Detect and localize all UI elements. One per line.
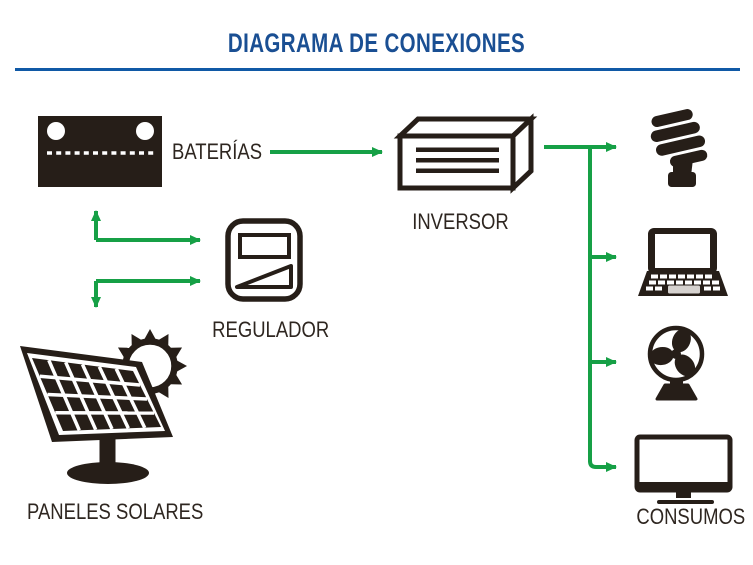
inverter-label: INVERSOR: [411, 209, 509, 234]
loads-label: CONSUMOS: [636, 504, 746, 529]
connector-arrows: [91, 142, 617, 472]
title-underline: [15, 68, 740, 71]
batteries-label: BATERÍAS: [172, 139, 263, 164]
arrow-to-tv: [588, 455, 617, 472]
page-title: DIAGRAMA DE CONEXIONES: [227, 28, 526, 58]
laptop-icon: [638, 228, 728, 296]
solar-panels-label: PANELES SOLARES: [27, 499, 204, 524]
cfl-bulb-icon: [650, 109, 708, 187]
regulator-label: REGULADOR: [212, 317, 330, 342]
solar-panel-icon: [20, 346, 173, 484]
regulator-icon: [225, 218, 303, 302]
battery-icon: [38, 116, 162, 187]
inverter-icon: [393, 113, 538, 194]
tv-icon: [634, 434, 733, 504]
fan-icon: [647, 325, 705, 401]
